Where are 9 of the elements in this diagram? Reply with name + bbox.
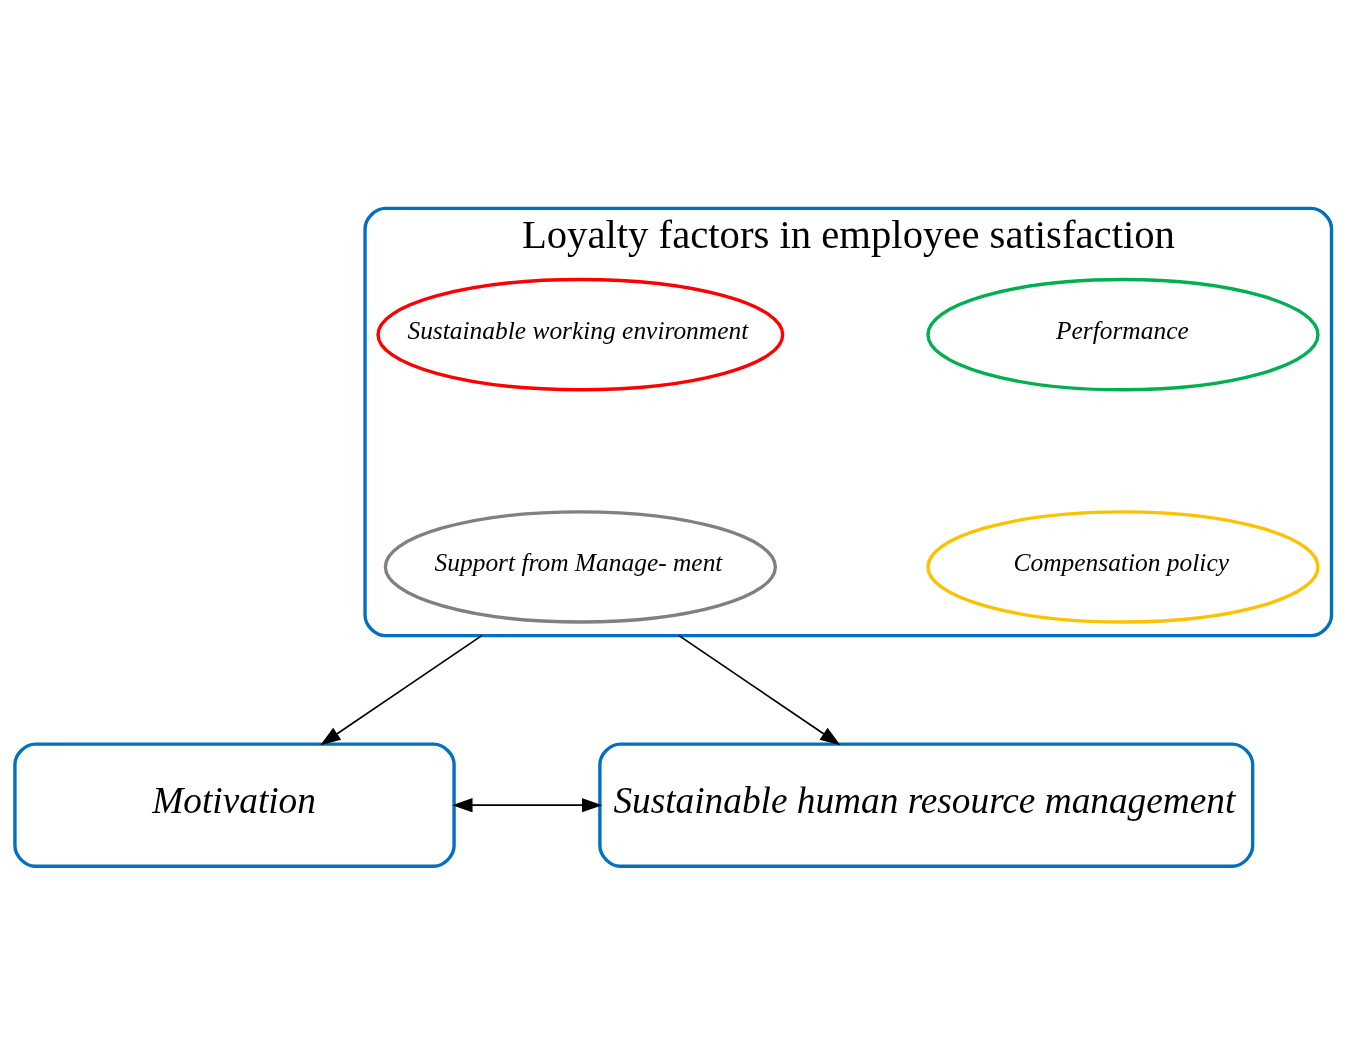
node-ellipse: Support from Manage- ment: [383, 510, 778, 624]
node-ellipse: Performance: [926, 277, 1320, 392]
arrow: [320, 634, 483, 746]
node-box: Sustainable human resource management: [598, 742, 1255, 868]
arrow: [678, 634, 841, 746]
node-ellipse: Sustainable working environment: [376, 277, 785, 392]
node-box: Motivation: [13, 742, 456, 868]
arrow: [452, 798, 603, 813]
node-ellipse: Compensation policy: [926, 510, 1320, 624]
